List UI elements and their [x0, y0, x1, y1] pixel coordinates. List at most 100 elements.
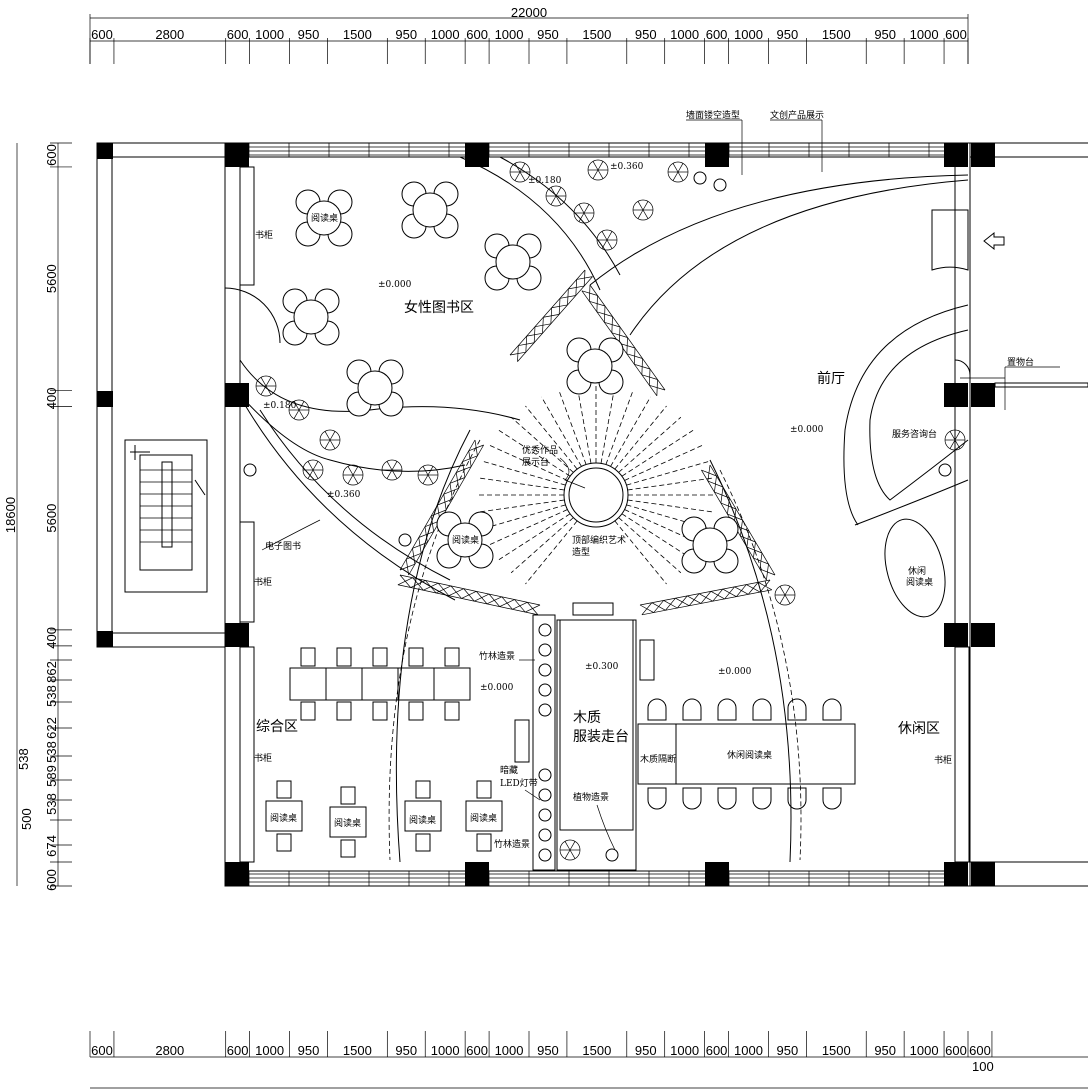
storage-table-label: 置物台 [1007, 356, 1034, 368]
plant-spoke [514, 163, 521, 173]
ray-line [605, 390, 634, 465]
plant-spoke [583, 204, 590, 214]
chair-icon [340, 786, 356, 805]
plant-icon [632, 199, 654, 221]
shrub-icon [538, 683, 552, 697]
dim-label: 1500 [582, 1043, 611, 1058]
chair-icon [822, 787, 842, 810]
plant-spoke [329, 431, 336, 441]
dim-label: 600 [466, 27, 488, 42]
column [944, 383, 968, 407]
truss-web [736, 584, 747, 597]
plant-icon [319, 429, 341, 451]
plant-spoke [298, 401, 305, 411]
plant-spoke [555, 195, 562, 205]
chair-icon [336, 647, 352, 667]
plant-scene-label: 植物造景 [573, 791, 609, 803]
truss-web [423, 582, 439, 591]
shrub-icon [938, 463, 952, 477]
ray-line [510, 416, 574, 473]
ray-line [477, 477, 565, 491]
dim-label: 589 [44, 765, 59, 787]
truss-web [700, 591, 712, 604]
truss-web [474, 439, 478, 456]
chair-icon [276, 780, 292, 799]
ray-line [576, 386, 592, 464]
truss-web [533, 326, 536, 343]
truss-web [649, 384, 666, 391]
dim-label: 600 [91, 1043, 113, 1058]
bookcase-label: 书柜 [934, 754, 952, 766]
chair-icon [340, 839, 356, 858]
ray-line [477, 499, 565, 513]
truss-web [759, 568, 776, 576]
walls [96, 142, 1088, 887]
truss-web [499, 599, 515, 607]
plant-spoke [597, 161, 604, 171]
dim-label: 538 [44, 685, 59, 707]
truss-web [747, 582, 759, 595]
table-icon [306, 200, 342, 236]
plant-spoke [949, 439, 956, 449]
chair-icon [787, 698, 807, 721]
dim-label: 600 [227, 27, 249, 42]
dim-label: 600 [945, 1043, 967, 1058]
shrub-icon [713, 178, 727, 192]
reading-table-label: 阅读桌 [409, 814, 436, 826]
plant-spoke [637, 209, 644, 219]
shrub-icon [538, 623, 552, 637]
dim-label: 950 [395, 27, 417, 42]
truss-web [727, 513, 743, 521]
truss-web [740, 535, 756, 543]
dim-label: 1000 [670, 1043, 699, 1058]
bamboo-label: 竹林造景 [494, 838, 530, 850]
chair-icon [682, 698, 702, 721]
leisure-table-label: 休闲阅读桌 [727, 749, 772, 761]
chair-icon [682, 787, 702, 810]
dim-label: 600 [227, 1043, 249, 1058]
column [705, 143, 729, 167]
truss-web [611, 332, 628, 338]
column [944, 143, 968, 167]
runway-label: 服装走台 [573, 729, 629, 745]
plant-icon [573, 202, 595, 224]
entrance-arrow-icon [983, 231, 1005, 251]
left-total-dim: 18600 [3, 497, 18, 533]
reading-table-label: 阅读桌 [270, 812, 297, 824]
leisure-zone-label: 休闲区 [898, 721, 940, 737]
column [465, 862, 489, 886]
plant-spoke [260, 377, 267, 387]
doors [224, 209, 971, 376]
plant-spoke [307, 461, 314, 471]
ray-line [600, 386, 616, 464]
small-reading-tables [265, 780, 503, 858]
dim-label: 1500 [822, 27, 851, 42]
plant-icon [417, 464, 439, 486]
round-table-cluster [484, 233, 542, 291]
chair-icon [300, 647, 316, 667]
plant-spoke [312, 461, 319, 471]
plant-spoke [550, 187, 557, 197]
dim-label: 1000 [495, 27, 524, 42]
plant-spoke [779, 594, 786, 604]
rect-table-row [289, 647, 471, 721]
dim-label: 1500 [822, 1043, 851, 1058]
dim-label: 600 [969, 1043, 991, 1058]
ray-line [626, 460, 711, 486]
plant-icon [545, 185, 567, 207]
showcase-platform [563, 462, 629, 528]
plant-spoke [514, 171, 521, 181]
plant-icon [255, 375, 277, 397]
truss [399, 439, 484, 576]
table-icon [329, 806, 367, 838]
truss-web [512, 601, 528, 610]
truss-web [412, 548, 416, 565]
leisure-table-label: 阅读桌 [906, 576, 933, 588]
dim-label: 950 [537, 1043, 559, 1058]
chair-icon [415, 833, 431, 852]
truss-web [550, 307, 553, 324]
elevation-label: ±0.180 [263, 401, 297, 411]
dim-label: 950 [874, 27, 896, 42]
shrub-icon [243, 463, 257, 477]
